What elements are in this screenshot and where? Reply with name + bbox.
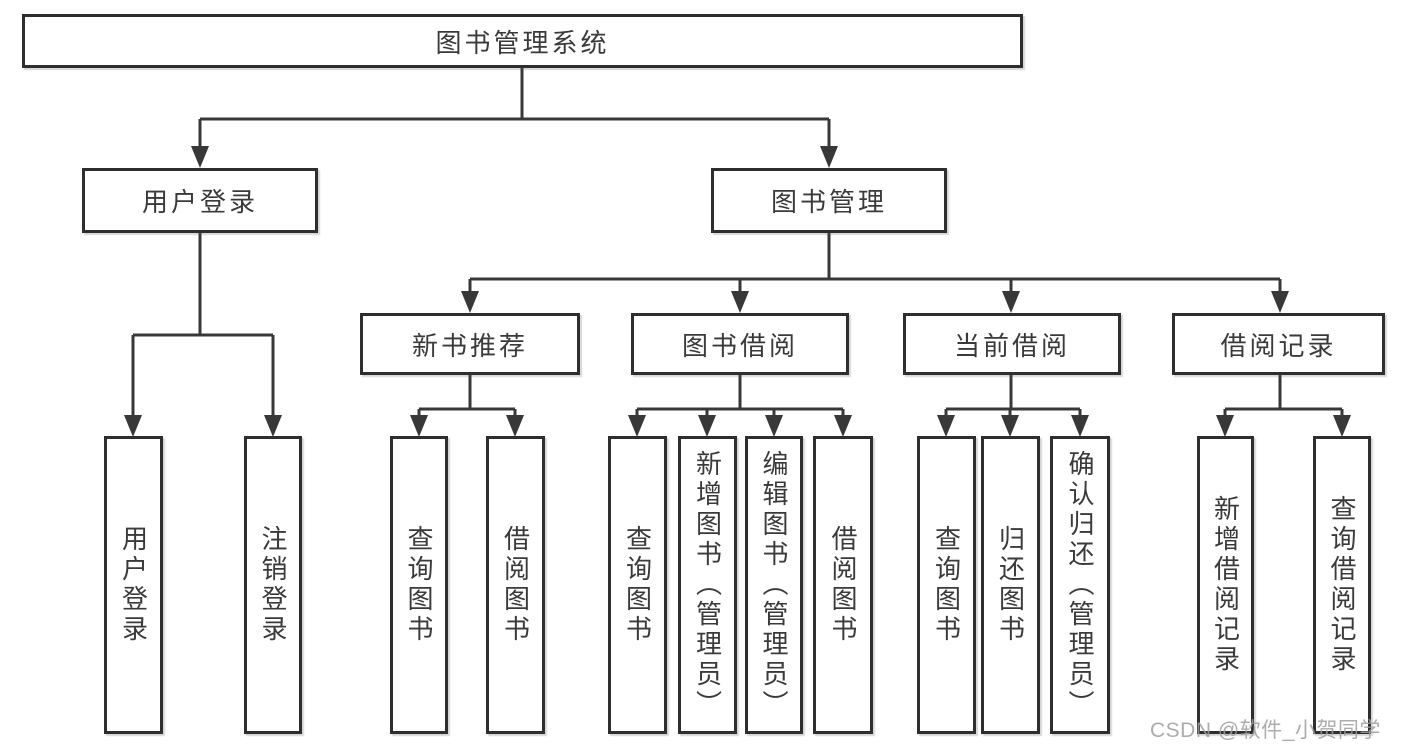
- node-leaf-user-login: 用户登录: [104, 436, 163, 734]
- node-leaf-query-books-2: 查询图书: [608, 436, 667, 734]
- node-leaf-add-books-admin: 新增图书（管理员）: [678, 436, 737, 734]
- arrowhead-icon: [731, 291, 749, 313]
- arrowhead-icon: [765, 415, 783, 437]
- arrowhead-icon: [124, 415, 142, 437]
- connector-root: [198, 68, 831, 148]
- node-leaf-query-borrow-record: 查询借阅记录: [1313, 436, 1371, 734]
- arrowhead-icon: [264, 415, 282, 437]
- connector-book-management: [468, 233, 1282, 293]
- node-leaf-logout: 注销登录: [244, 436, 302, 734]
- node-book-management: 图书管理: [711, 168, 947, 233]
- arrowhead-icon: [1071, 415, 1089, 437]
- node-leaf-query-books-1: 查询图书: [390, 436, 448, 734]
- arrowhead-icon: [1333, 415, 1351, 437]
- arrowhead-icon: [461, 291, 479, 313]
- arrowhead-icon: [1271, 291, 1289, 313]
- csdn-watermark: CSDN @软件_小贺同学: [1150, 719, 1381, 742]
- arrowhead-icon: [820, 146, 838, 168]
- arrowhead-icon: [698, 415, 716, 437]
- connector-user-login: [131, 233, 275, 418]
- node-leaf-confirm-return-admin: 确认归还（管理员）: [1050, 436, 1110, 734]
- node-current-borrow: 当前借阅: [903, 313, 1121, 375]
- connector-current-borrow: [944, 375, 1082, 418]
- connector-book-borrow: [635, 375, 845, 418]
- node-new-book-recommend: 新书推荐: [360, 313, 580, 375]
- node-leaf-edit-books-admin: 编辑图书（管理员）: [745, 436, 803, 734]
- arrowhead-icon: [937, 415, 955, 437]
- arrowheads: [124, 146, 1351, 437]
- node-leaf-add-borrow-record: 新增借阅记录: [1197, 436, 1254, 734]
- arrowhead-icon: [1001, 415, 1019, 437]
- node-book-borrow: 图书借阅: [631, 313, 849, 375]
- arrowhead-icon: [628, 415, 646, 437]
- node-borrow-records: 借阅记录: [1172, 313, 1385, 375]
- arrowhead-icon: [1216, 415, 1234, 437]
- arrowhead-icon: [1002, 291, 1020, 313]
- connector-lines: [131, 68, 1344, 418]
- node-leaf-return-books: 归还图书: [981, 436, 1040, 734]
- arrowhead-icon: [410, 415, 428, 437]
- node-system-root: 图书管理系统: [22, 14, 1023, 68]
- arrowhead-icon: [506, 415, 524, 437]
- connector-borrow-records: [1223, 375, 1344, 418]
- node-leaf-borrow-books-2: 借阅图书: [813, 436, 873, 734]
- node-user-login: 用户登录: [82, 168, 318, 233]
- arrowhead-icon: [834, 415, 852, 437]
- node-leaf-borrow-books-1: 借阅图书: [486, 436, 545, 734]
- connector-new-book-recommend: [417, 375, 517, 418]
- arrowhead-icon: [191, 146, 209, 168]
- node-leaf-query-books-3: 查询图书: [917, 436, 976, 734]
